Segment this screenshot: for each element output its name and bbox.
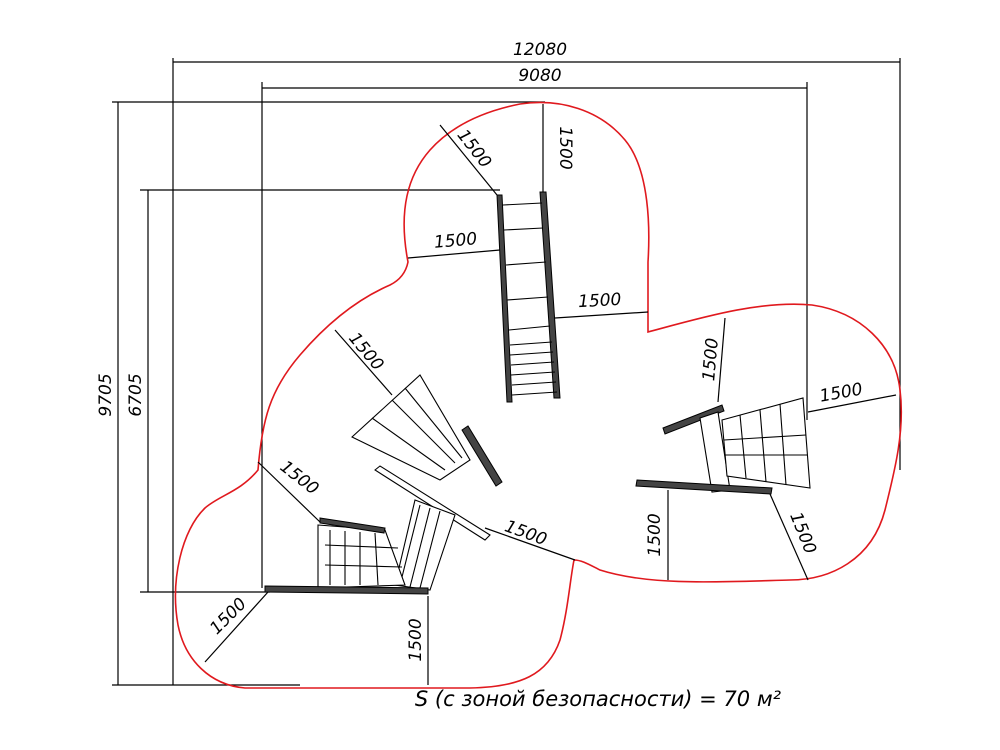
safety-distance-dimensions: 1500 1500 1500 1500 1500 1500 1500 1500 … (204, 104, 897, 685)
safety-distance-label: 1500 (785, 509, 820, 557)
safety-distance-label: 1500 (502, 517, 549, 551)
safety-zone-outline (174, 101, 903, 689)
inner-width-dimension: 9080 (261, 66, 808, 588)
overall-height-dimension: 9705 (96, 101, 545, 686)
safety-distance-label: 1500 (276, 457, 322, 499)
area-caption: S (с зоной безопасности) = 70 м² (415, 687, 782, 711)
safety-distance-label: 1500 (699, 337, 723, 382)
safety-distance-label: 1500 (406, 618, 426, 661)
safety-distance-label: 1500 (578, 290, 622, 312)
vertical-ladder-equipment (496, 191, 561, 403)
inner-height-label: 6705 (126, 373, 146, 416)
left-climbing-frame-equipment (264, 374, 503, 595)
safety-distance-label: 1500 (555, 126, 575, 169)
safety-distance-label: 1500 (206, 594, 251, 639)
overall-height-label: 9705 (96, 373, 116, 416)
safety-distance-label: 1500 (645, 513, 665, 556)
safety-distance-label: 1500 (344, 329, 387, 375)
overall-width-dimension: 12080 (172, 40, 901, 685)
inner-height-dimension: 6705 (126, 189, 500, 593)
inner-width-label: 9080 (518, 66, 561, 86)
overall-width-label: 12080 (513, 40, 567, 60)
right-climbing-frame-equipment (635, 397, 811, 495)
safety-distance-label: 1500 (433, 229, 478, 253)
